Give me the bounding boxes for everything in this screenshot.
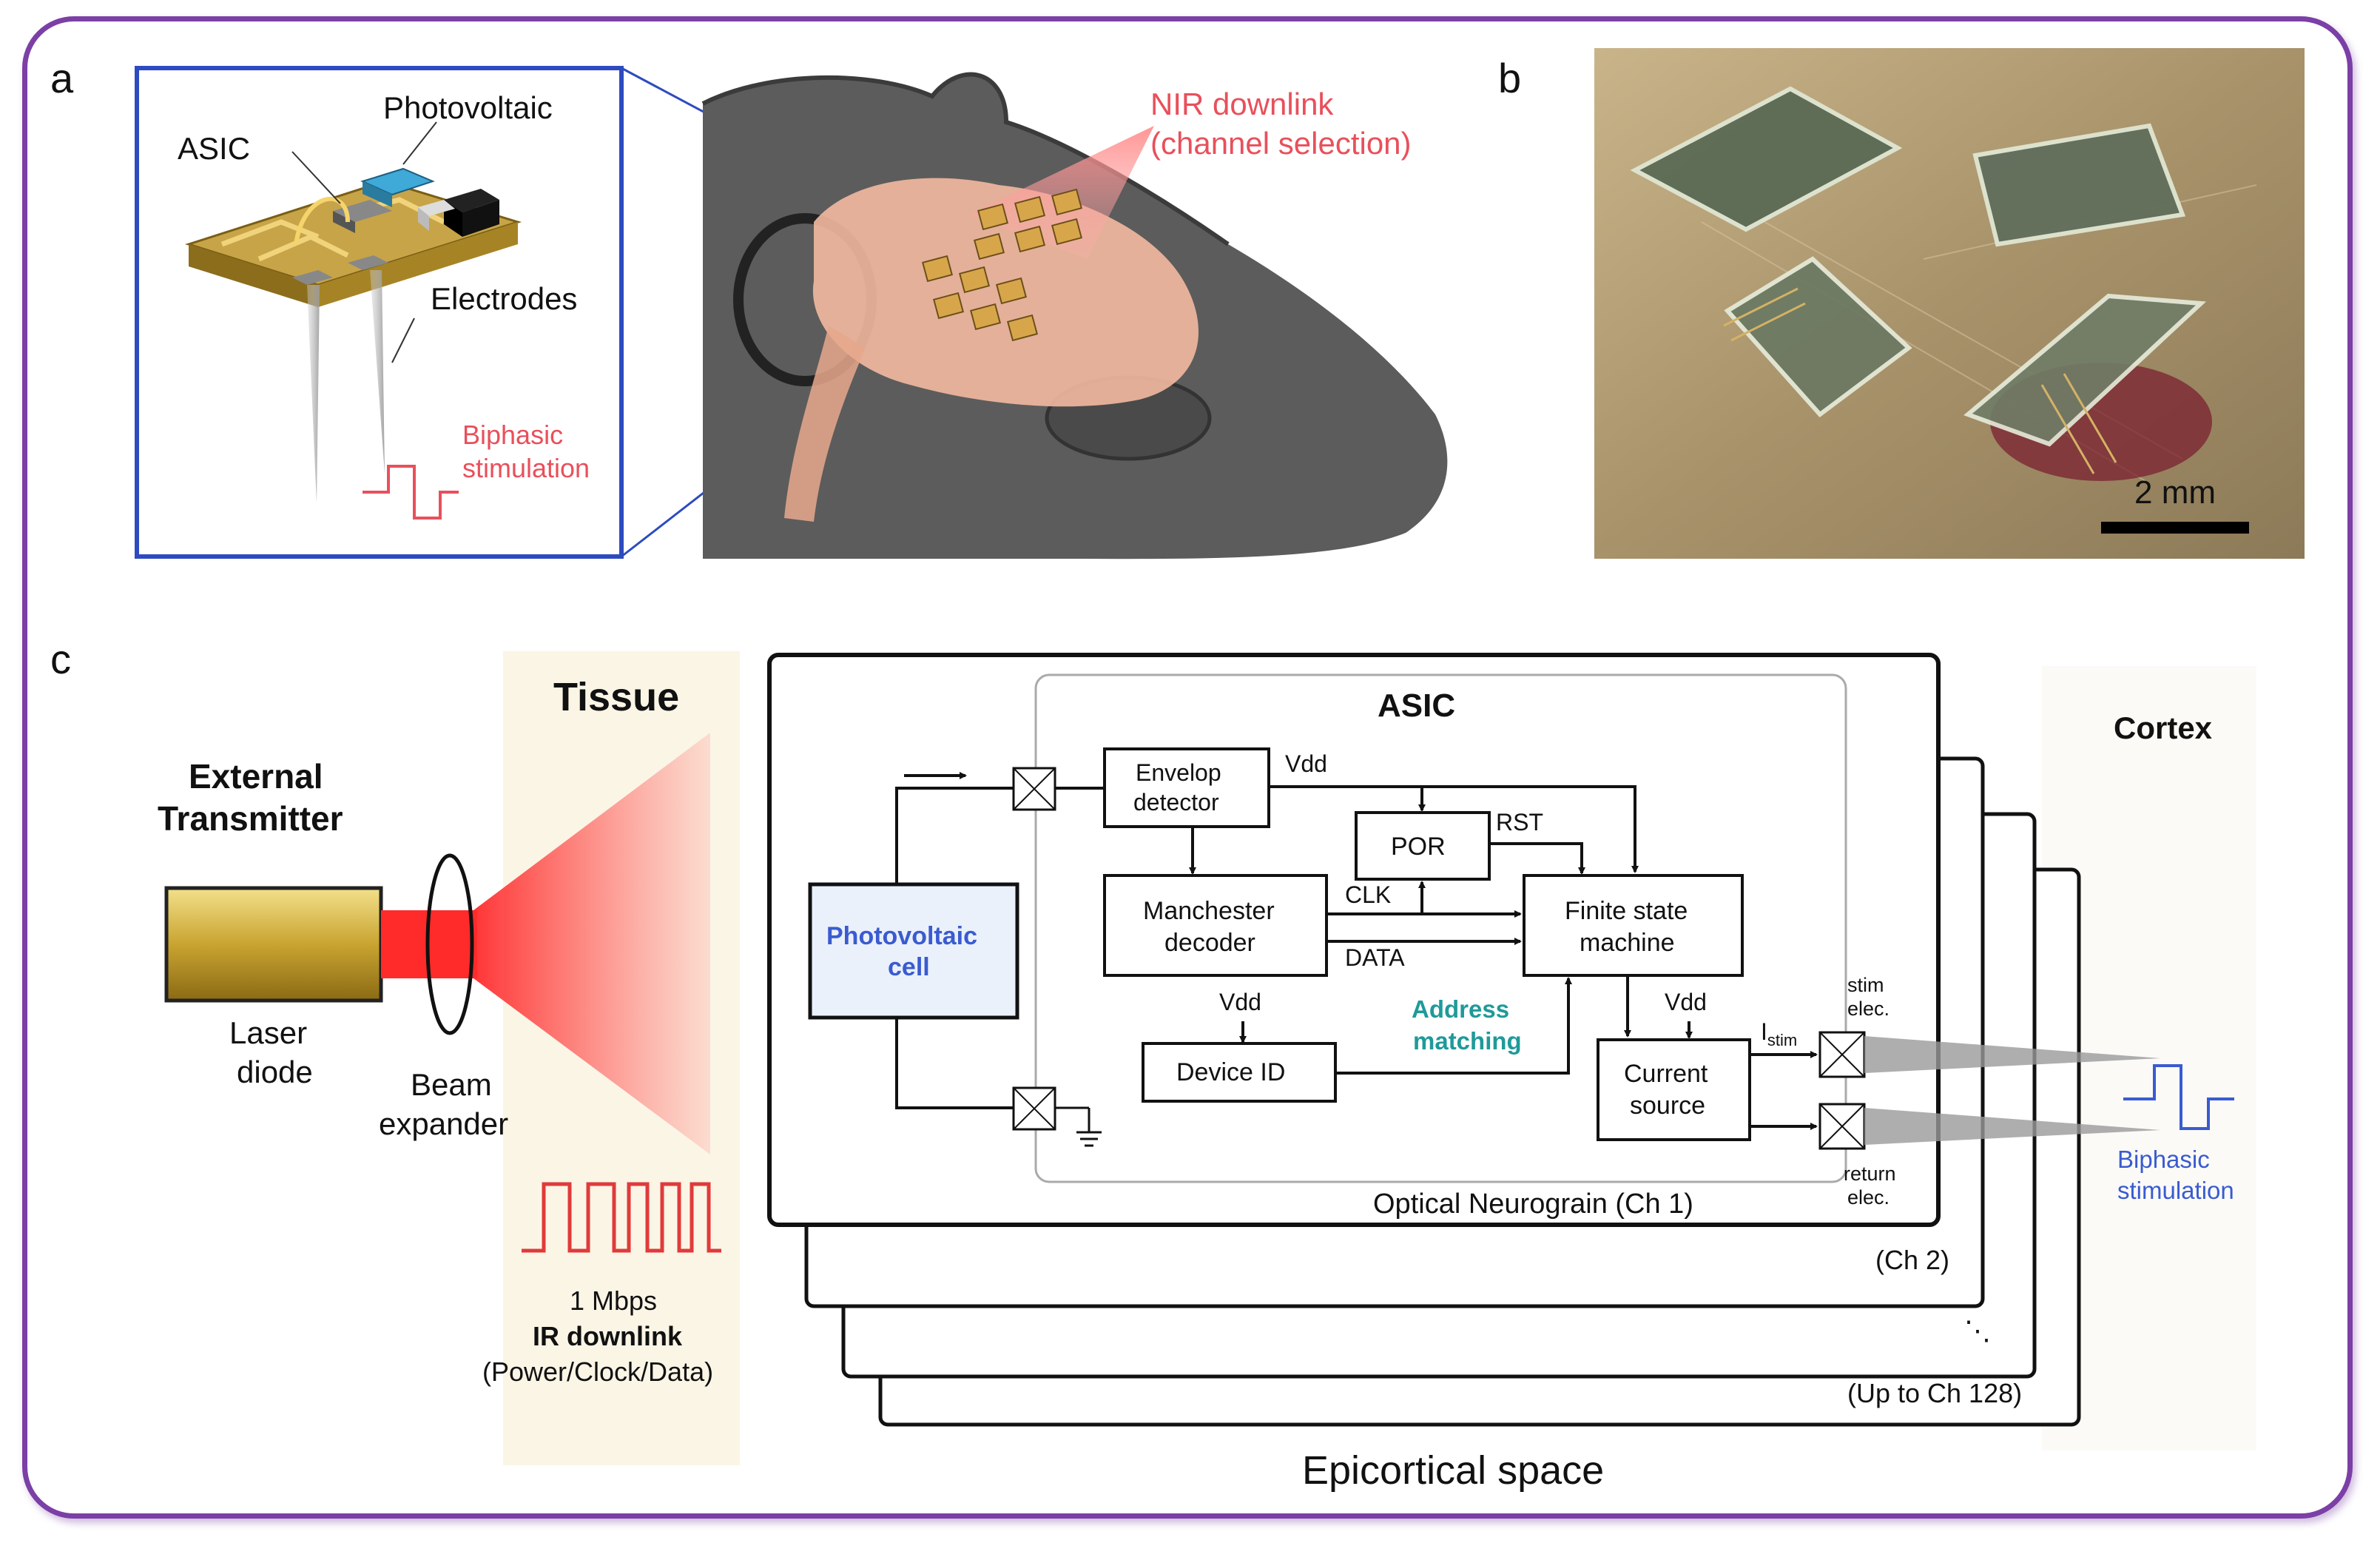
cortex-label: Cortex: [2114, 710, 2213, 745]
beam-expander-label-line2: expander: [379, 1106, 508, 1141]
tissue-label: Tissue: [553, 675, 679, 719]
nir-downlink-label-line1: NIR downlink: [1150, 87, 1334, 121]
biphasic-label-line1: Biphasic: [462, 420, 563, 450]
external-transmitter-line2: Transmitter: [158, 799, 343, 838]
asic-boundary: [1034, 673, 1847, 1183]
laser-diode-label-line1: Laser: [229, 1015, 307, 1050]
nir-downlink-label-line2: (channel selection): [1150, 126, 1412, 161]
por-label: POR: [1391, 833, 1446, 861]
panel-c-letter: c: [50, 636, 71, 682]
photovoltaic-label: Photovoltaic: [383, 90, 553, 125]
address-matching-line1: Address: [1412, 995, 1509, 1023]
beam-expander-lens: [425, 853, 474, 1035]
stim-elec-line2: elec.: [1847, 998, 1889, 1020]
ir-downlink-label: IR downlink: [533, 1321, 683, 1351]
panel-a-letter: a: [50, 55, 74, 101]
vdd-label-top: Vdd: [1285, 750, 1327, 777]
beam-expander-label-line1: Beam: [411, 1067, 492, 1102]
pad-top-left: [1012, 767, 1056, 811]
biphasic-waveform-cortex: [2123, 1064, 2234, 1130]
stim-electrode-needle: [1864, 1036, 2160, 1073]
biphasic-label-line2: stimulation: [462, 453, 590, 483]
data-label: DATA: [1345, 944, 1405, 971]
biphasic-cortex-line2: stimulation: [2117, 1177, 2234, 1204]
neurograin-label: Optical Neurograin (Ch 1): [1373, 1189, 1693, 1220]
photovoltaic-leader: [402, 121, 437, 165]
current-source-block: [1597, 1038, 1751, 1141]
envelop-detector-line1: Envelop: [1136, 759, 1221, 786]
stim-electrode-pad: [1818, 1031, 1866, 1078]
manchester-decoder-block: [1103, 874, 1328, 977]
scale-bar-label: 2 mm: [2134, 474, 2216, 511]
power-clock-data-label: (Power/Clock/Data): [482, 1357, 713, 1387]
vdd-label-device: Vdd: [1219, 989, 1261, 1015]
envelop-detector-line2: detector: [1133, 789, 1219, 816]
asic-title: ASIC: [1378, 688, 1455, 724]
return-electrode-pad: [1818, 1103, 1866, 1150]
biphasic-waveform-inset: [363, 465, 459, 520]
laser-diode: [164, 886, 383, 1003]
ir-beam-cone: [473, 733, 710, 1154]
photovoltaic-cell-line2: cell: [888, 953, 930, 981]
electrodes-label: Electrodes: [431, 281, 577, 316]
laser-diode-label-line2: diode: [237, 1055, 313, 1089]
asic-leader: [291, 151, 341, 204]
device-id-label: Device ID: [1176, 1058, 1285, 1086]
stim-elec-line1: stim: [1847, 974, 1884, 996]
manchester-decoder-line1: Manchester: [1143, 897, 1275, 925]
return-elec-line2: elec.: [1847, 1186, 1889, 1208]
pulse-train: [522, 1182, 721, 1253]
current-source-line1: Current: [1624, 1060, 1708, 1088]
ch2-label: (Ch 2): [1875, 1245, 1949, 1275]
return-electrode-needle: [1864, 1108, 2160, 1145]
ground-icon: [1055, 1106, 1102, 1147]
photovoltaic-cell-block: [808, 882, 1019, 1020]
external-transmitter-line1: External: [189, 757, 323, 796]
vdd-label-current: Vdd: [1665, 989, 1707, 1015]
device-illustration: [185, 167, 522, 503]
pad-bottom-left: [1012, 1086, 1056, 1131]
device-photo: [1594, 48, 2305, 559]
fsm-line1: Finite state: [1565, 897, 1688, 925]
istim-label: Istim: [1761, 1018, 1797, 1049]
current-source-line2: source: [1630, 1092, 1705, 1120]
asic-label: ASIC: [178, 131, 250, 166]
rst-label: RST: [1496, 809, 1543, 836]
continuation-dots: ⋱: [1964, 1315, 1991, 1345]
electrodes-leader: [391, 317, 415, 363]
biphasic-cortex-line1: Biphasic: [2117, 1146, 2210, 1173]
rat-head-illustration: [701, 70, 1465, 559]
por-block: [1355, 811, 1491, 881]
address-matching-line2: matching: [1413, 1027, 1522, 1055]
clk-label: CLK: [1345, 881, 1391, 908]
photovoltaic-cell-line1: Photovoltaic: [826, 922, 977, 950]
fsm-line2: machine: [1580, 929, 1675, 957]
ch128-label: (Up to Ch 128): [1847, 1378, 2022, 1408]
envelop-detector-block: [1103, 747, 1270, 828]
epicortical-space-label: Epicortical space: [1302, 1448, 1604, 1493]
return-elec-line1: return: [1844, 1163, 1896, 1185]
manchester-decoder-line2: decoder: [1164, 929, 1255, 957]
panel-b-letter: b: [1498, 55, 1521, 101]
rate-label: 1 Mbps: [570, 1285, 657, 1316]
finite-state-machine-block: [1523, 874, 1744, 977]
